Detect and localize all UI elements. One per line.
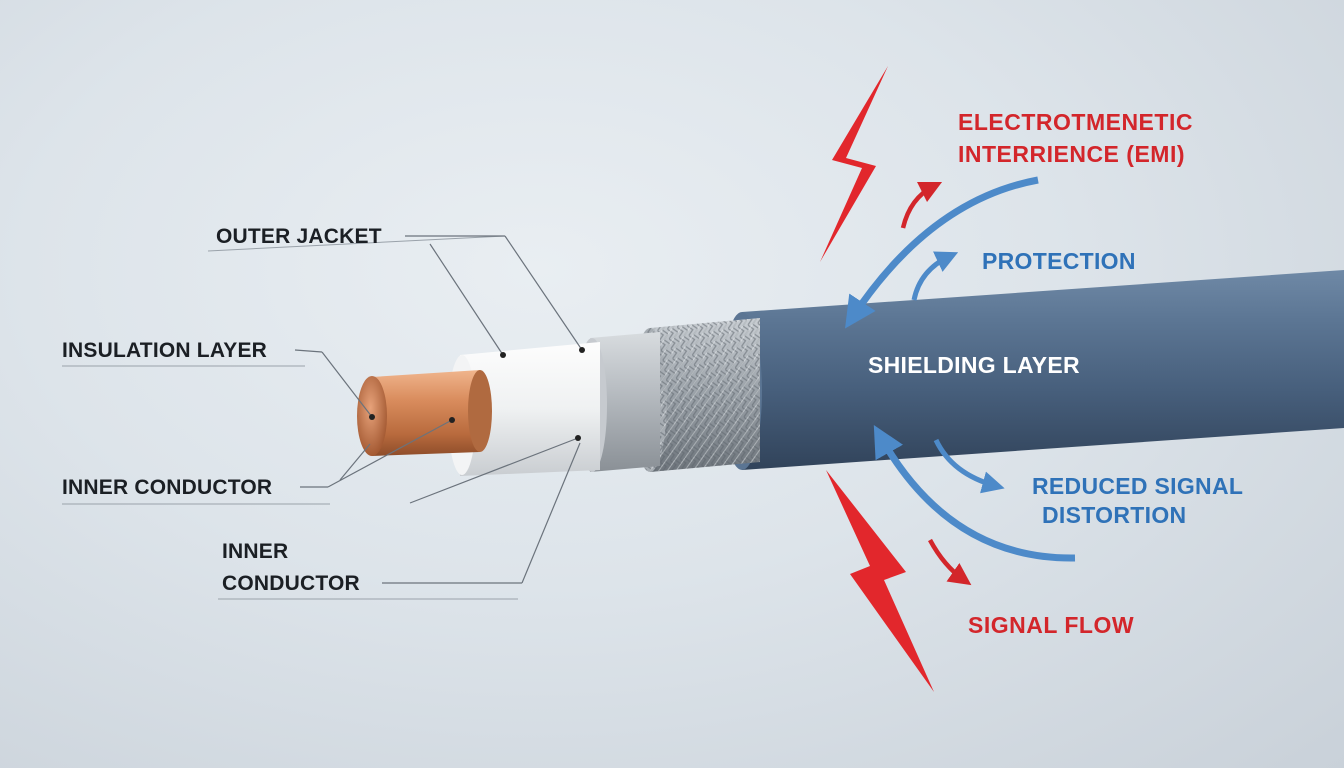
protection-arrow-large-top-icon <box>845 176 1039 329</box>
emi-arrow-top-icon <box>900 181 943 229</box>
inner-conductor-copper <box>357 370 492 456</box>
label-shielding-layer: SHIELDING LAYER <box>868 352 1080 378</box>
lightning-bolt-top-icon <box>820 66 888 262</box>
label-emi-line1: ELECTROTMENETIC <box>958 109 1193 135</box>
protection-arrow-large-bottom-icon <box>873 425 1076 562</box>
label-outer-jacket: OUTER JACKET <box>216 225 382 248</box>
label-signal-flow: SIGNAL FLOW <box>968 612 1134 638</box>
label-inner-conductor-2-line1: INNER <box>222 540 288 563</box>
leader-lines <box>62 235 585 600</box>
emi-arrow-bottom-icon <box>928 538 972 586</box>
label-inner-conductor: INNER CONDUCTOR <box>62 476 272 499</box>
label-reduced-line1: REDUCED SIGNAL <box>1032 473 1243 499</box>
protection-arrow-small-bottom-icon <box>933 438 1005 494</box>
label-insulation-layer: INSULATION LAYER <box>62 339 267 362</box>
label-protection: PROTECTION <box>982 248 1136 274</box>
label-inner-conductor-2-line2: CONDUCTOR <box>222 572 360 595</box>
label-emi-line2: INTERRIENCE (EMI) <box>958 141 1185 167</box>
label-reduced-line2: DISTORTION <box>1042 502 1186 528</box>
protection-arrow-small-top-icon <box>911 251 959 301</box>
lightning-bolt-bottom-icon <box>826 470 934 692</box>
